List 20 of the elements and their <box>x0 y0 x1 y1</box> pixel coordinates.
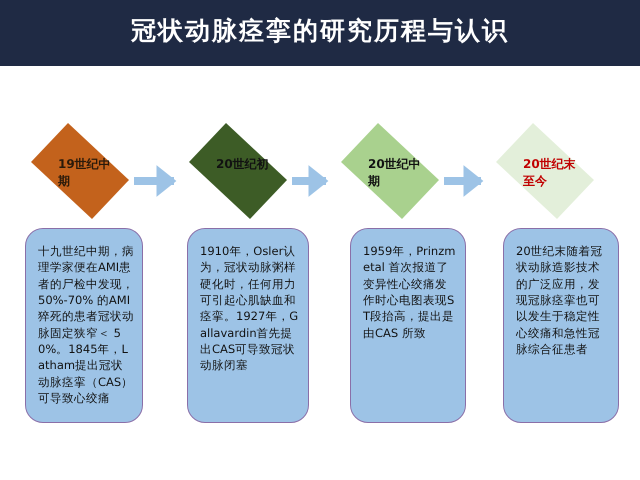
text-card <box>187 228 309 423</box>
period-label: 20世纪初 <box>216 156 270 173</box>
title: 冠状动脉痉挛的研究历程与认识 <box>130 15 510 47</box>
period-label: 19世纪中期 <box>58 156 112 190</box>
diamond-shape <box>188 122 288 220</box>
diamond-shape <box>30 122 130 220</box>
arrow <box>444 165 484 197</box>
arrow <box>134 165 176 197</box>
description-text: 1910年，Osler认为，冠状动脉粥样硬化时，任何用力可引起心肌缺血和痉挛。1927年，Gallavardin首先提出CAS可导致冠状动脉闭塞 <box>200 243 300 374</box>
arrow <box>292 165 328 197</box>
text-card <box>25 228 143 423</box>
period-label: 20世纪末至今 <box>523 156 577 190</box>
text-card <box>503 228 619 423</box>
period-label: 20世纪中期 <box>368 156 422 190</box>
text-card <box>350 228 466 423</box>
description-text: 1959年，Prinzmetal 首次报道了变异性心绞痛发作时心电图表现ST段抬高，提出是由CAS 所致 <box>363 243 456 341</box>
description-text: 十九世纪中期，病理学家便在AMI患者的尸检中发现，50%-70% 的AMI猝死的患者冠状动脉固定狭窄＜ 50%。1845年，Latham提出冠状动脉痉挛（CAS）可导致心绞痛 <box>38 243 134 406</box>
diamond-shape <box>340 122 440 220</box>
diamond-shape <box>495 122 595 220</box>
description-text: 20世纪末随着冠状动脉造影技术的广泛应用，发现冠脉痉挛也可以发生于稳定性心绞痛和急性冠脉综合征患者 <box>516 243 604 358</box>
